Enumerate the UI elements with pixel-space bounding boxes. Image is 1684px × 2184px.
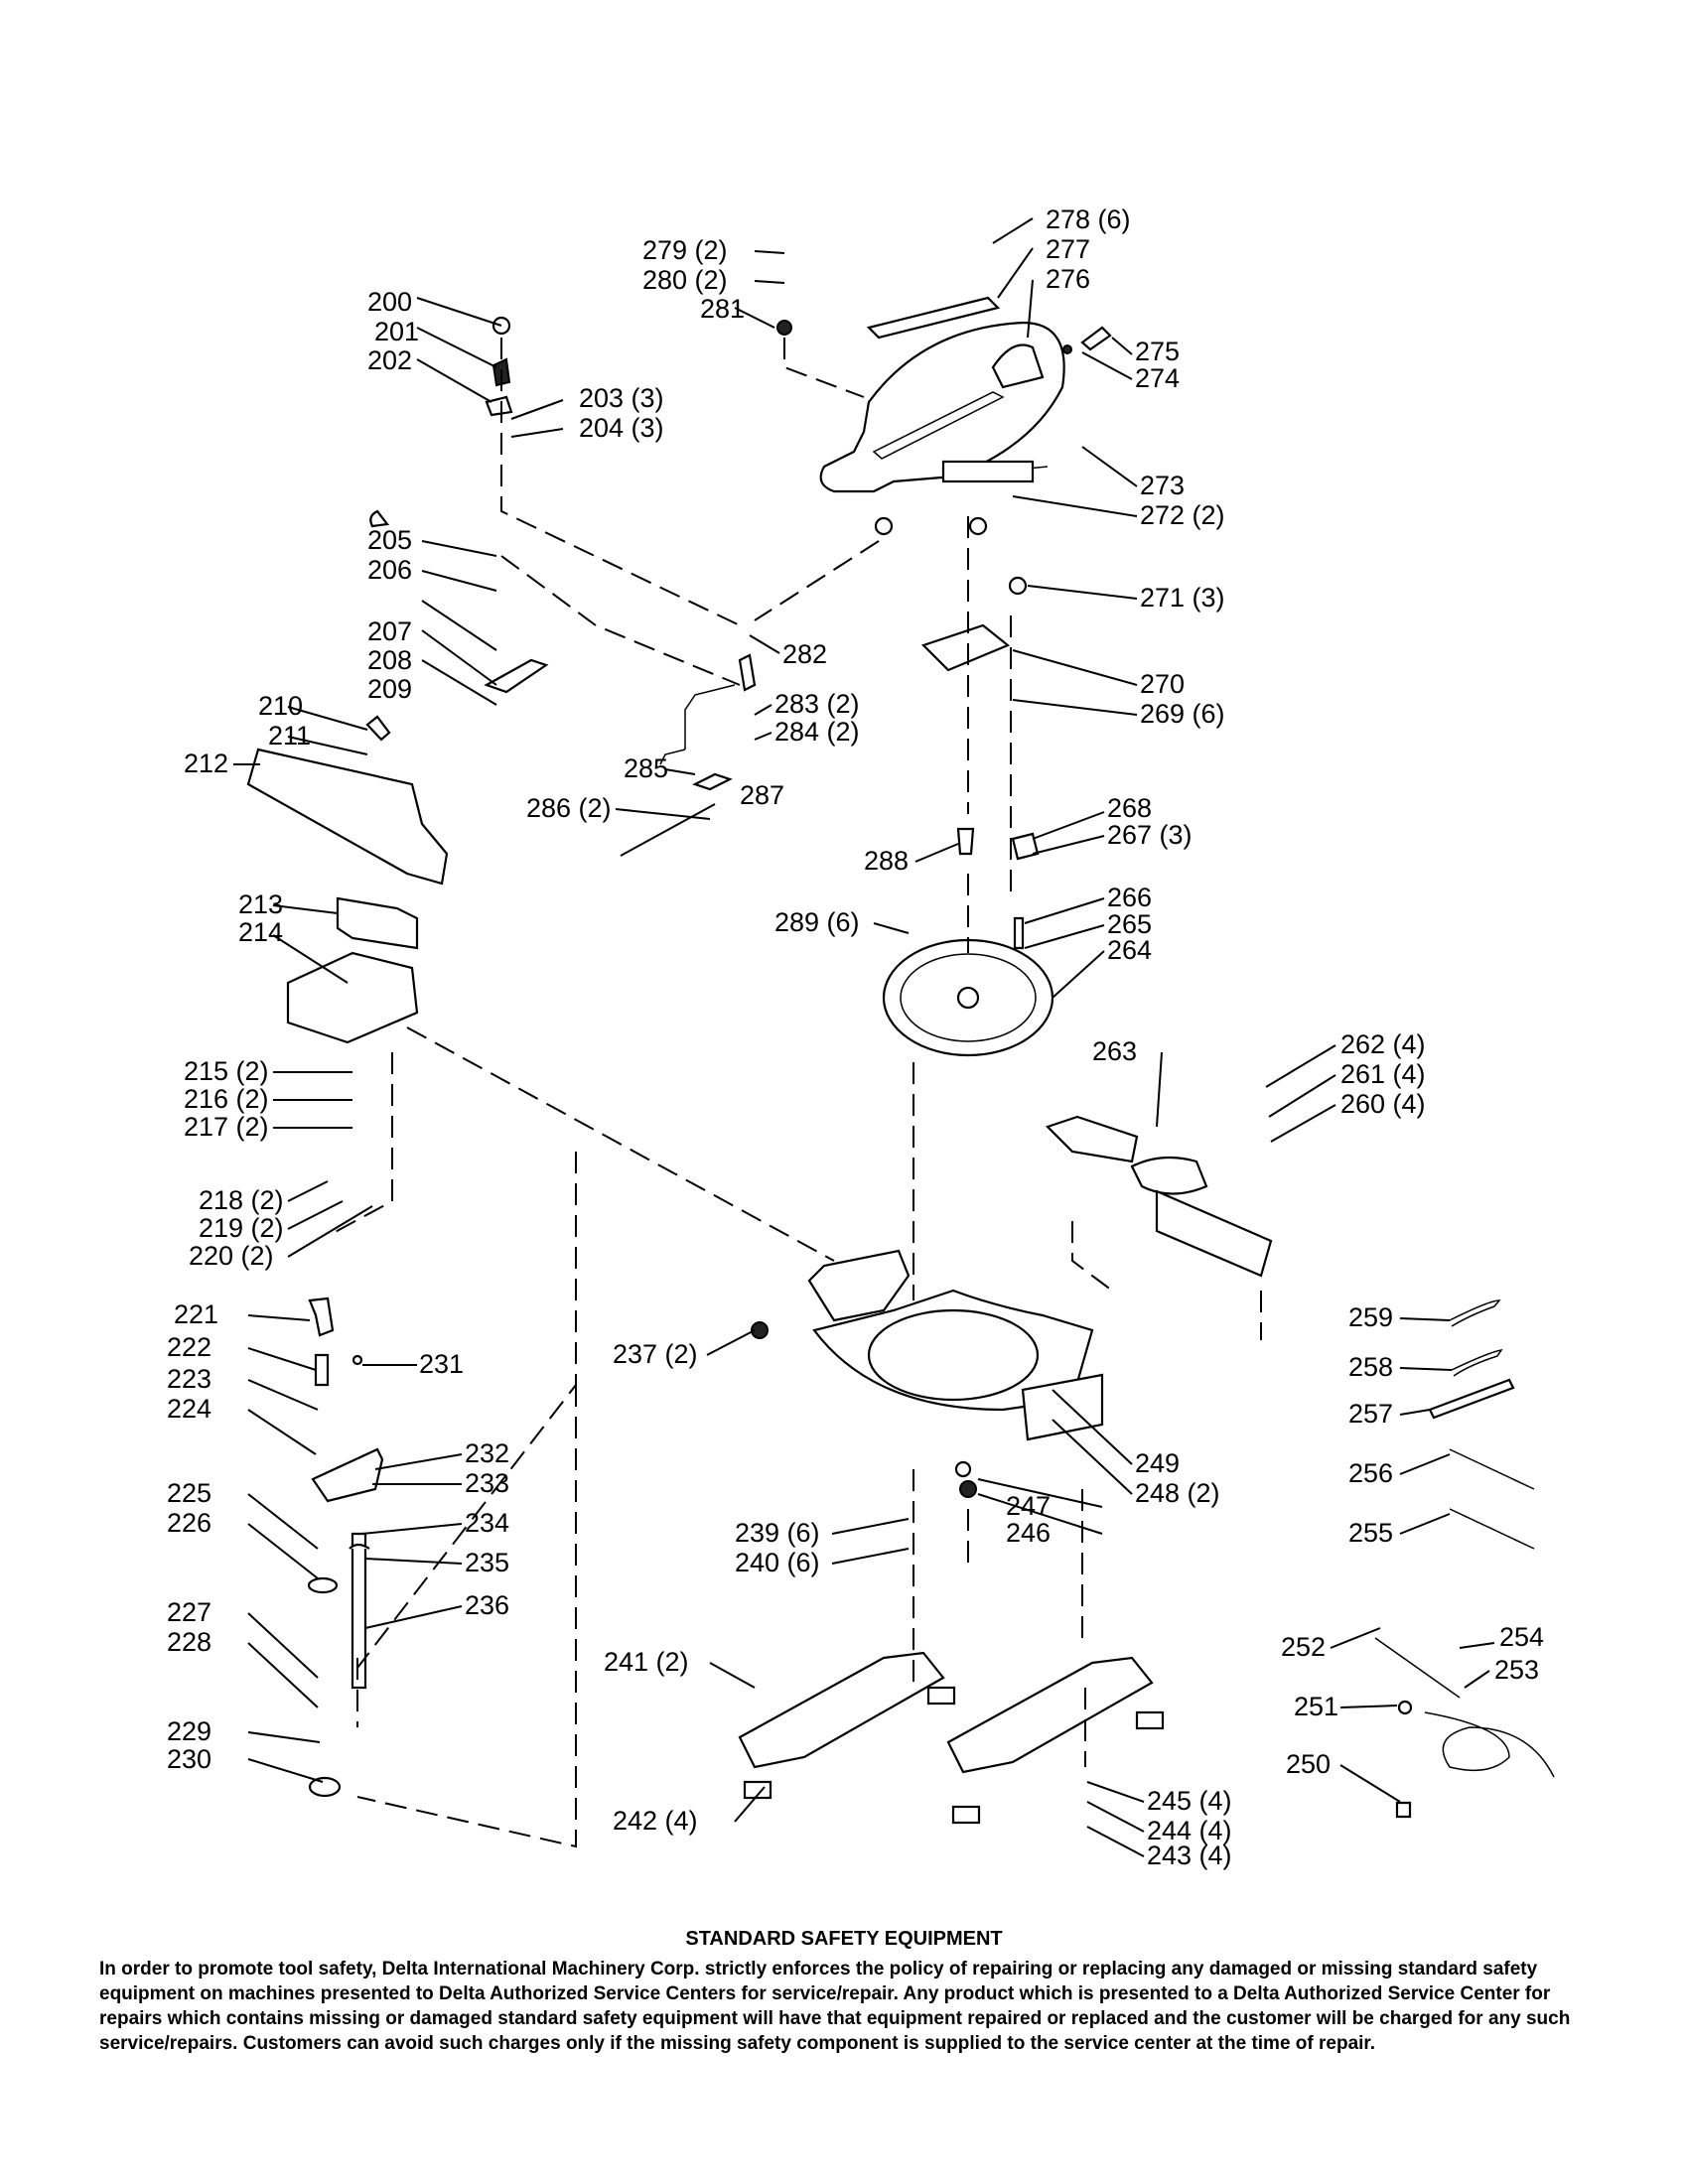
exploded-parts-diagram: 200 201 202 203 (3) 204 (3) 205 206 207 … [167, 205, 1555, 1870]
part-label-216: 216 (2) [184, 1084, 269, 1114]
part-label-261: 261 (4) [1340, 1059, 1426, 1089]
part-label-237: 237 (2) [613, 1339, 698, 1369]
part-label-204: 204 (3) [579, 413, 664, 443]
part-label-206: 206 [367, 555, 412, 585]
part-label-218: 218 (2) [199, 1185, 284, 1215]
part-label-202: 202 [367, 345, 412, 375]
part-label-224: 224 [167, 1394, 211, 1424]
part-label-268: 268 [1107, 793, 1152, 823]
part-label-211: 211 [268, 721, 311, 751]
part-label-288: 288 [864, 846, 909, 876]
part-label-212: 212 [184, 749, 228, 778]
part-label-258: 258 [1348, 1352, 1393, 1382]
part-label-219: 219 (2) [199, 1213, 284, 1243]
part-label-210: 210 [258, 691, 303, 721]
part-label-230: 230 [167, 1744, 211, 1774]
part-label-226: 226 [167, 1508, 211, 1538]
part-label-271: 271 (3) [1140, 583, 1225, 613]
part-label-275: 275 [1135, 337, 1180, 366]
part-label-274: 274 [1135, 363, 1180, 393]
part-label-272: 272 (2) [1140, 500, 1225, 530]
part-label-240: 240 (6) [735, 1548, 820, 1577]
part-label-253: 253 [1494, 1655, 1539, 1685]
part-label-225: 225 [167, 1478, 211, 1508]
part-label-239: 239 (6) [735, 1518, 820, 1548]
part-label-280: 280 (2) [642, 265, 728, 295]
part-label-286: 286 (2) [526, 793, 612, 823]
part-label-213: 213 [238, 889, 283, 919]
part-label-223: 223 [167, 1364, 211, 1394]
part-label-235: 235 [465, 1548, 509, 1577]
part-label-289: 289 (6) [774, 907, 860, 937]
part-label-229: 229 [167, 1716, 211, 1746]
part-label-270: 270 [1140, 669, 1185, 699]
part-label-276: 276 [1046, 264, 1090, 294]
part-label-207: 207 [367, 616, 412, 646]
part-label-227: 227 [167, 1597, 211, 1627]
part-label-257: 257 [1348, 1399, 1393, 1429]
part-label-266: 266 [1107, 883, 1152, 912]
part-label-205: 205 [367, 525, 412, 555]
part-label-247: 247 [1006, 1491, 1051, 1521]
part-label-221: 221 [174, 1299, 218, 1329]
leader-lines [233, 217, 1495, 1857]
part-label-234: 234 [465, 1508, 509, 1538]
part-label-248: 248 (2) [1135, 1478, 1220, 1508]
part-label-264: 264 [1107, 935, 1152, 965]
part-label-267: 267 (3) [1107, 820, 1193, 850]
part-label-244: 244 (4) [1147, 1816, 1232, 1845]
part-label-259: 259 [1348, 1302, 1393, 1332]
part-label-250: 250 [1286, 1749, 1331, 1779]
part-label-260: 260 (4) [1340, 1089, 1426, 1119]
part-label-214: 214 [238, 917, 283, 947]
part-label-200: 200 [367, 287, 412, 317]
part-label-265: 265 [1107, 909, 1152, 939]
part-label-241: 241 (2) [604, 1647, 689, 1677]
part-labels: 200 201 202 203 (3) 204 (3) 205 206 207 … [167, 205, 1544, 1870]
part-label-215: 215 (2) [184, 1056, 269, 1086]
part-label-254: 254 [1499, 1622, 1544, 1652]
part-label-269: 269 (6) [1140, 699, 1225, 729]
part-label-203: 203 (3) [579, 383, 664, 413]
part-label-217: 217 (2) [184, 1112, 269, 1142]
part-label-262: 262 (4) [1340, 1029, 1426, 1059]
part-label-252: 252 [1281, 1632, 1326, 1662]
part-label-282: 282 [782, 639, 827, 669]
part-label-279: 279 (2) [642, 235, 728, 265]
safety-notice-body: In order to promote tool safety, Delta I… [99, 1959, 1571, 2054]
part-label-220: 220 (2) [189, 1241, 274, 1271]
part-label-232: 232 [465, 1438, 509, 1468]
part-label-222: 222 [167, 1332, 211, 1362]
part-label-209: 209 [367, 674, 412, 704]
part-label-249: 249 [1135, 1448, 1180, 1478]
safety-notice: STANDARD SAFETY EQUIPMENT In order to pr… [99, 1928, 1589, 2056]
part-label-233: 233 [465, 1468, 509, 1498]
part-label-201: 201 [374, 317, 419, 346]
part-label-284: 284 (2) [774, 717, 860, 747]
part-label-243: 243 (4) [1147, 1841, 1232, 1870]
part-drawings [246, 296, 1555, 1825]
part-label-228: 228 [167, 1627, 211, 1657]
part-label-251: 251 [1294, 1692, 1338, 1721]
part-label-278: 278 (6) [1046, 205, 1131, 234]
safety-notice-title: STANDARD SAFETY EQUIPMENT [685, 1928, 1003, 1950]
part-label-283: 283 (2) [774, 689, 860, 719]
part-label-285: 285 [624, 753, 668, 783]
part-label-245: 245 (4) [1147, 1786, 1232, 1816]
part-label-281: 281 [700, 294, 745, 324]
part-label-263: 263 [1092, 1036, 1137, 1066]
part-label-208: 208 [367, 645, 412, 675]
part-label-287: 287 [740, 780, 784, 810]
part-label-273: 273 [1140, 471, 1185, 500]
part-label-255: 255 [1348, 1518, 1393, 1548]
part-label-236: 236 [465, 1590, 509, 1620]
part-label-242: 242 (4) [613, 1806, 698, 1836]
part-label-246: 246 [1006, 1518, 1051, 1548]
part-label-277: 277 [1046, 234, 1090, 264]
part-label-256: 256 [1348, 1458, 1393, 1488]
assembly-lines [327, 338, 1262, 1848]
part-label-231: 231 [419, 1349, 464, 1379]
